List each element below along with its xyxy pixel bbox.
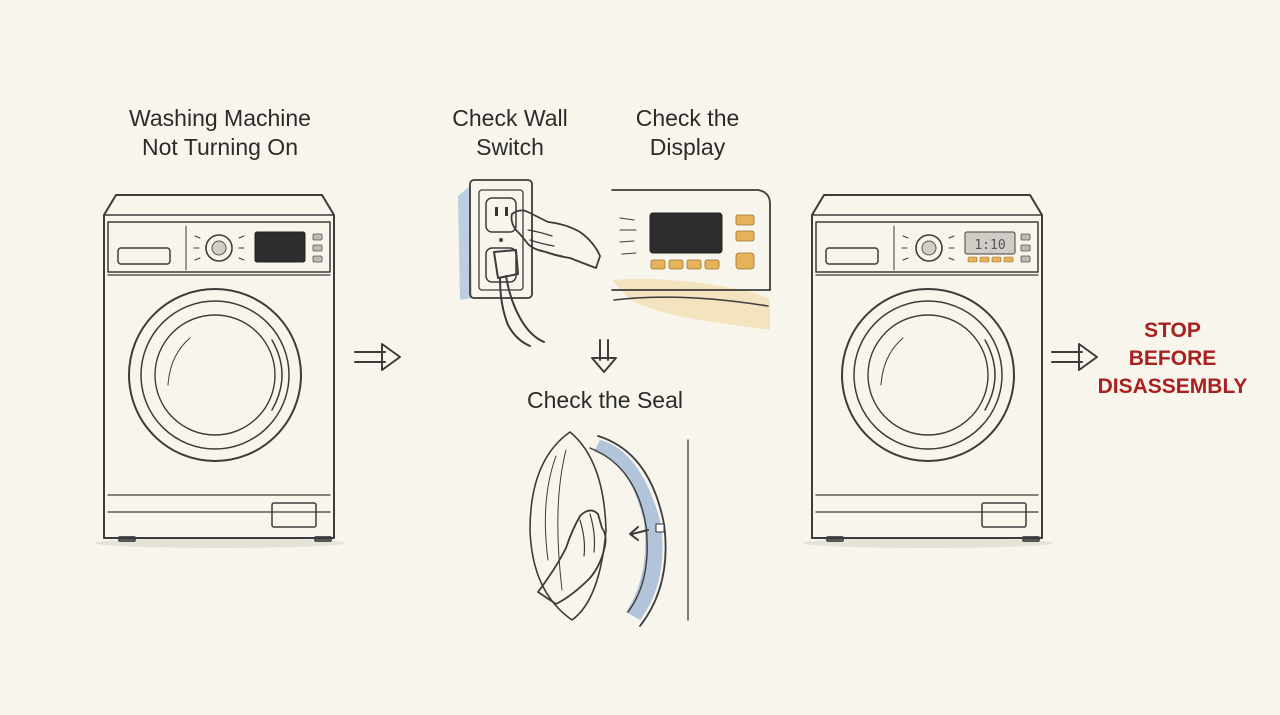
step-label-wall-switch: Check Wall Switch (452, 105, 568, 160)
display-readout: 1:10 (974, 238, 1005, 253)
step-label-display: Check the Display (635, 105, 740, 160)
step-label-seal: Check the Seal (527, 387, 683, 413)
hand-icon (537, 509, 607, 605)
door-seal-icon (529, 431, 689, 627)
stop-warning: STOP BEFORE DISASSEMBLY (1097, 319, 1248, 398)
washing-machine-icon (95, 194, 345, 548)
arrow-right-icon (354, 343, 401, 371)
hand-icon (510, 209, 601, 269)
control-panel-icon (611, 189, 771, 330)
arrow-down-icon (591, 339, 617, 373)
step-label-start: Washing Machine Not Turning On (129, 105, 311, 160)
washing-machine-icon (803, 194, 1053, 548)
wall-outlet-icon (458, 179, 545, 347)
arrow-right-icon (1051, 343, 1098, 371)
